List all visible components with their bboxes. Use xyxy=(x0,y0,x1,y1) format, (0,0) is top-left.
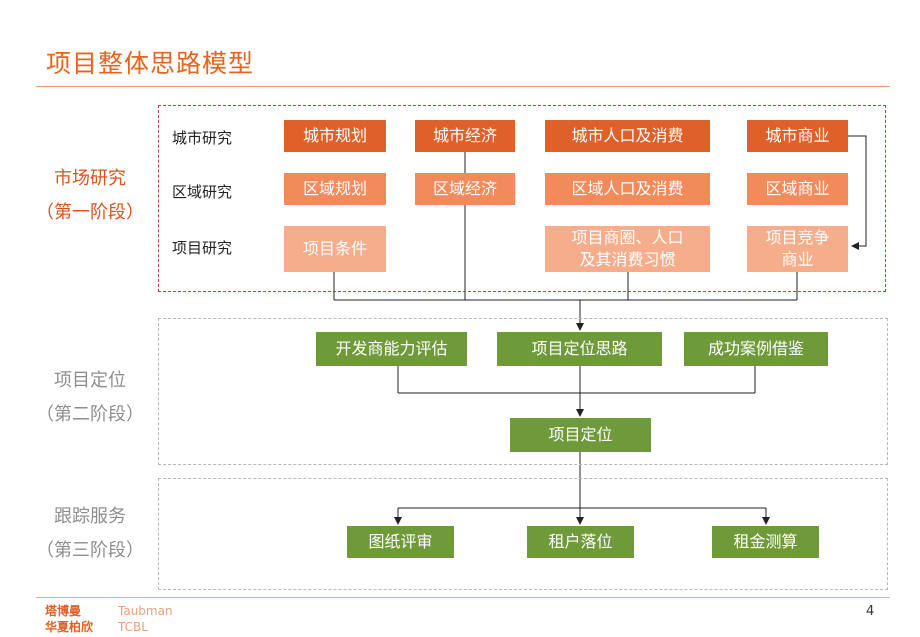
box-project-trade-area: 项目商圈、人口 及其消费习惯 xyxy=(545,226,710,272)
logo-cn-line-2: 华夏柏欣 xyxy=(45,620,94,634)
footer-divider xyxy=(36,597,890,598)
box-region-population: 区域人口及消费 xyxy=(545,173,710,205)
trade-area-line-1: 项目商圈、人口 xyxy=(571,228,684,247)
box-city-business: 城市商业 xyxy=(747,120,848,152)
box-positioning-thinking: 项目定位思路 xyxy=(497,332,662,366)
box-project-conditions: 项目条件 xyxy=(284,226,386,272)
company-logo-en: Taubman TCBL xyxy=(118,603,173,635)
box-drawing-review: 图纸评审 xyxy=(347,526,454,558)
stage-positioning xyxy=(158,318,888,465)
logo-cn-line-1: 塔博曼 xyxy=(45,604,82,618)
box-region-economy: 区域经济 xyxy=(415,173,515,205)
box-region-business: 区域商业 xyxy=(747,173,848,205)
box-city-planning: 城市规划 xyxy=(284,120,386,152)
row-label-city: 城市研究 xyxy=(172,129,233,147)
logo-en-line-1: Taubman xyxy=(118,604,173,618)
company-logo-cn: 塔博曼 华夏柏欣 xyxy=(45,603,93,635)
title-divider xyxy=(36,86,890,87)
trade-area-line-2: 及其消费习惯 xyxy=(579,250,676,269)
box-developer-capability: 开发商能力评估 xyxy=(316,332,467,366)
stage-tracking-service xyxy=(158,478,888,590)
stage-3-title: 跟踪服务 xyxy=(54,506,126,527)
stage-2-title: 项目定位 xyxy=(54,370,126,391)
competition-line-2: 商业 xyxy=(781,250,814,269)
box-city-economy: 城市经济 xyxy=(415,120,515,152)
row-label-project: 项目研究 xyxy=(172,239,233,257)
row-label-region: 区域研究 xyxy=(172,183,233,201)
competition-line-1: 项目竞争 xyxy=(765,228,830,247)
box-city-population: 城市人口及消费 xyxy=(545,120,710,152)
box-case-reference: 成功案例借鉴 xyxy=(684,332,828,366)
stage-2-subtitle: （第二阶段） xyxy=(36,404,144,425)
page-title: 项目整体思路模型 xyxy=(46,49,255,78)
stage-1-subtitle: （第一阶段） xyxy=(36,202,144,223)
box-project-competition: 项目竞争 商业 xyxy=(747,226,848,272)
logo-en-line-2: TCBL xyxy=(118,620,148,634)
stage-market-research xyxy=(158,105,886,292)
page-number: 4 xyxy=(866,604,875,619)
stage-3-subtitle: （第三阶段） xyxy=(36,540,144,561)
box-tenant-placement: 租户落位 xyxy=(527,526,634,558)
box-region-planning: 区域规划 xyxy=(284,173,386,205)
stage-1-title: 市场研究 xyxy=(54,168,126,189)
box-rent-calculation: 租金测算 xyxy=(712,526,819,558)
box-project-positioning: 项目定位 xyxy=(510,418,651,452)
